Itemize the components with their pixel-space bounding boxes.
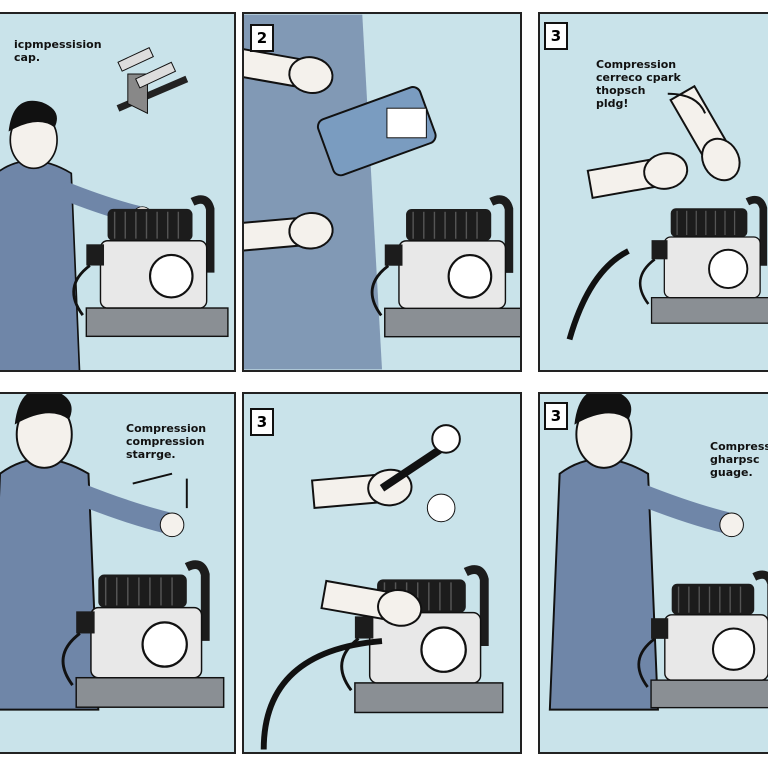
panel-number: 3	[544, 22, 568, 50]
pull-start-cover	[447, 254, 493, 299]
spark-plug-icon	[117, 47, 177, 89]
panel-illustration	[0, 47, 229, 370]
hand	[244, 47, 334, 94]
arrow	[132, 472, 173, 485]
panel-1: icpmpessision cap.	[0, 12, 236, 372]
mechanic	[0, 394, 185, 711]
hand	[586, 152, 689, 199]
compression-tester	[316, 86, 437, 177]
engine	[370, 195, 520, 338]
hand	[669, 84, 741, 182]
pull-start-cover	[420, 626, 467, 673]
engine	[638, 195, 768, 324]
panel-illustration	[548, 394, 768, 711]
panel-6: 3 Compress gharpsc guage.	[538, 392, 768, 754]
panel-illustration	[260, 424, 504, 750]
panel-number: 3	[250, 408, 274, 436]
panel-3: 3 Compression cerreco cpark thopsch pldg…	[538, 12, 768, 372]
panel-5: 3	[242, 392, 522, 754]
hand	[320, 579, 423, 627]
pull-start-cover	[711, 627, 756, 671]
panel-2: 2	[242, 12, 522, 372]
engine	[340, 565, 504, 714]
panel-caption: icpmpessision cap.	[14, 38, 102, 64]
hand	[244, 211, 334, 253]
panel-number: 3	[544, 402, 568, 430]
engine	[637, 570, 768, 709]
panel-4: Compression compression starrge.	[0, 392, 236, 754]
mechanic	[548, 394, 744, 711]
panel-illustration	[0, 394, 225, 711]
panel-caption: Compression cerreco cpark thopsch pldg!	[596, 58, 681, 110]
panel-caption: Compression compression starrge.	[126, 422, 207, 461]
panel-illustration	[566, 84, 768, 341]
pull-start-cover	[708, 248, 749, 290]
pull-start-cover	[148, 253, 194, 299]
mechanic	[0, 100, 153, 370]
engine	[61, 560, 225, 708]
compression-gauge	[379, 424, 461, 492]
panel-number: 2	[250, 24, 274, 52]
pull-start-cover	[141, 621, 188, 668]
arrow	[667, 92, 707, 114]
engine	[72, 195, 229, 338]
panel-illustration	[244, 14, 520, 370]
panel-caption: Compress gharpsc guage.	[710, 440, 768, 479]
